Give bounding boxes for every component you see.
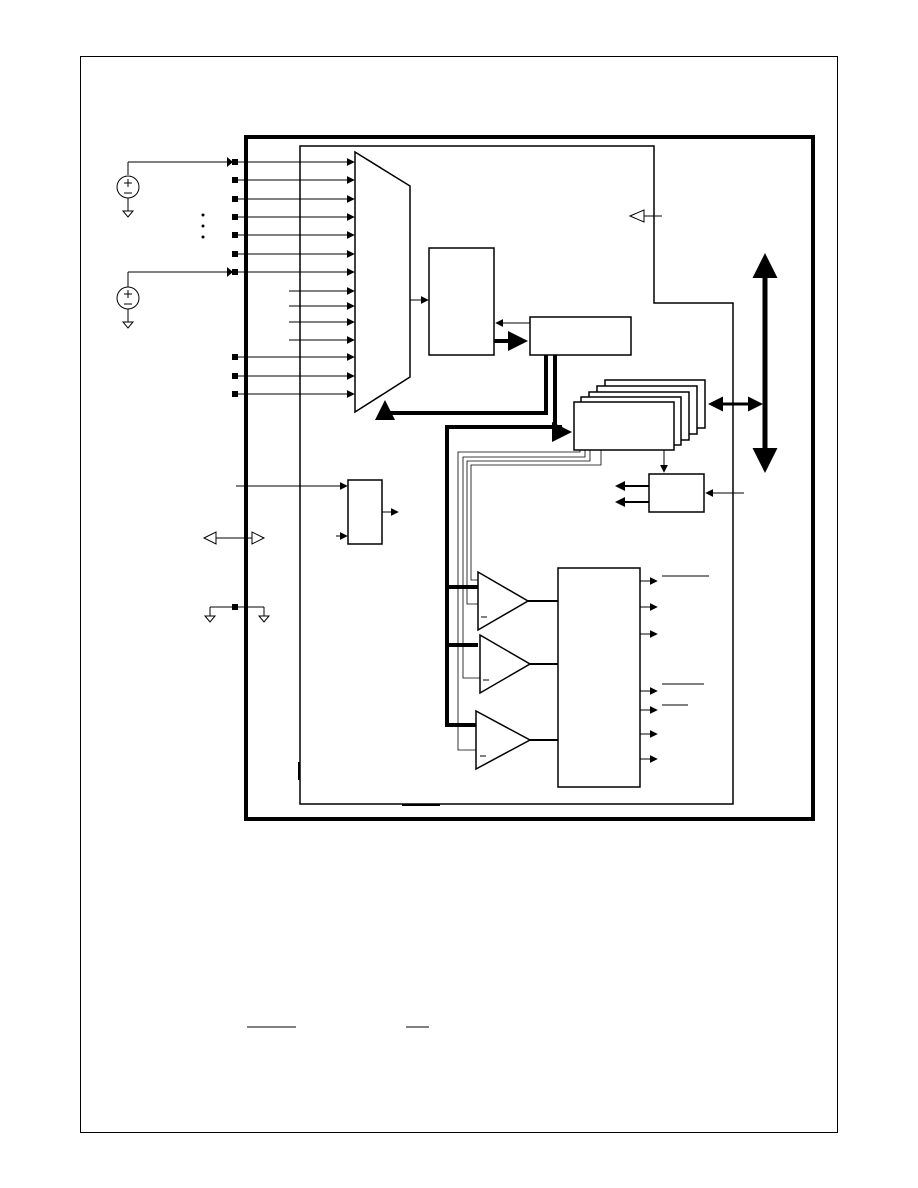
die-outline <box>299 145 734 805</box>
input-pin <box>232 232 238 238</box>
page-border <box>80 56 838 1133</box>
output-lines <box>640 575 709 763</box>
input-pin <box>232 177 238 183</box>
comparator-2 <box>479 633 532 695</box>
input-pin <box>232 391 238 397</box>
register-data-bus <box>552 355 572 442</box>
output-logic-block <box>557 567 641 788</box>
ellipsis-dots <box>201 213 205 239</box>
chip-package-outline <box>244 135 815 821</box>
input-pin <box>232 269 238 275</box>
comparator-1 <box>477 570 530 632</box>
bidirectional-arrow-icon <box>202 531 266 545</box>
comparator-3 <box>475 709 532 771</box>
reference-arrow-icon <box>628 209 662 223</box>
threshold-lines <box>457 450 602 751</box>
input-pin <box>232 354 238 360</box>
interrupt-block <box>648 473 705 513</box>
input-pin <box>232 214 238 220</box>
input-pin <box>232 159 238 165</box>
register-block <box>573 401 675 451</box>
input-multiplexer <box>354 150 411 414</box>
mux-address-bus <box>375 355 548 420</box>
input-pin <box>232 251 238 257</box>
control-logic-block <box>529 316 632 356</box>
ground-icon <box>203 604 271 623</box>
voltage-source-icon <box>116 157 233 218</box>
voltage-source-icon <box>116 267 233 329</box>
register-stack <box>573 379 706 451</box>
adc-block <box>428 247 495 356</box>
input-pin <box>232 196 238 202</box>
comparator-bus <box>445 425 562 727</box>
input-pin <box>232 373 238 379</box>
clock-block <box>347 479 383 545</box>
mux-input-channels <box>232 158 355 398</box>
